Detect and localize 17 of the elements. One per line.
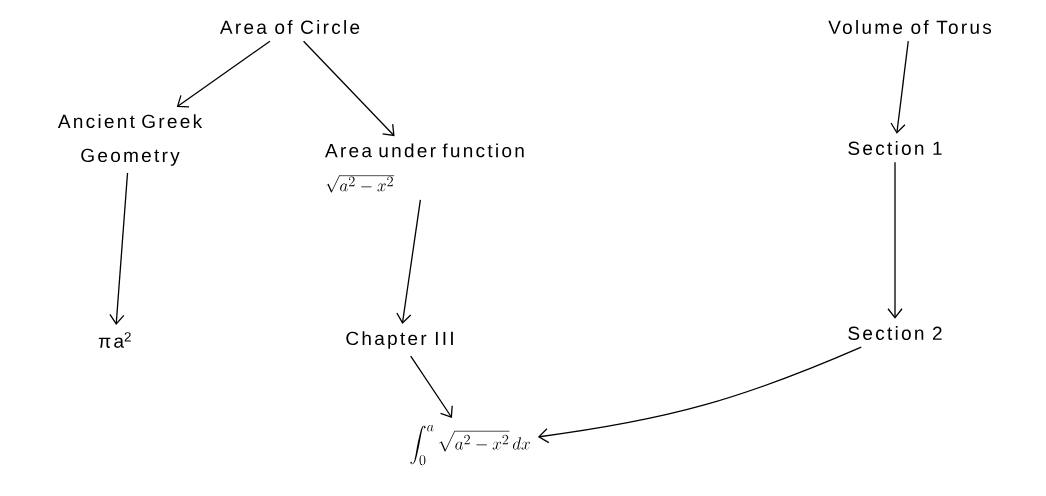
text-label: Section 1 (848, 141, 942, 155)
text-label: Chapter III (346, 331, 453, 349)
arrow (109, 172, 129, 325)
text-label: Ancient Greek Geometry (57, 114, 203, 166)
text-label: Area of Circle (219, 20, 360, 34)
arrow (537, 346, 862, 444)
arrow (887, 161, 903, 319)
formula-label: $\int_{0}^{a} \sqrt{a^{2} - x^{2}}\,dx$ (410, 424, 530, 466)
arrow (410, 355, 453, 418)
text-label: Area under function $\sqrt{a^{2} - x^{2}}$ (325, 143, 524, 193)
text-label: Volume of Torus (828, 20, 992, 34)
arrow (176, 40, 271, 108)
arrow (302, 40, 395, 137)
arrow (890, 40, 909, 134)
arrow (396, 199, 422, 324)
formula-label: πa$^{2}$ (98, 332, 131, 348)
text-label: Section 2 (848, 326, 942, 340)
